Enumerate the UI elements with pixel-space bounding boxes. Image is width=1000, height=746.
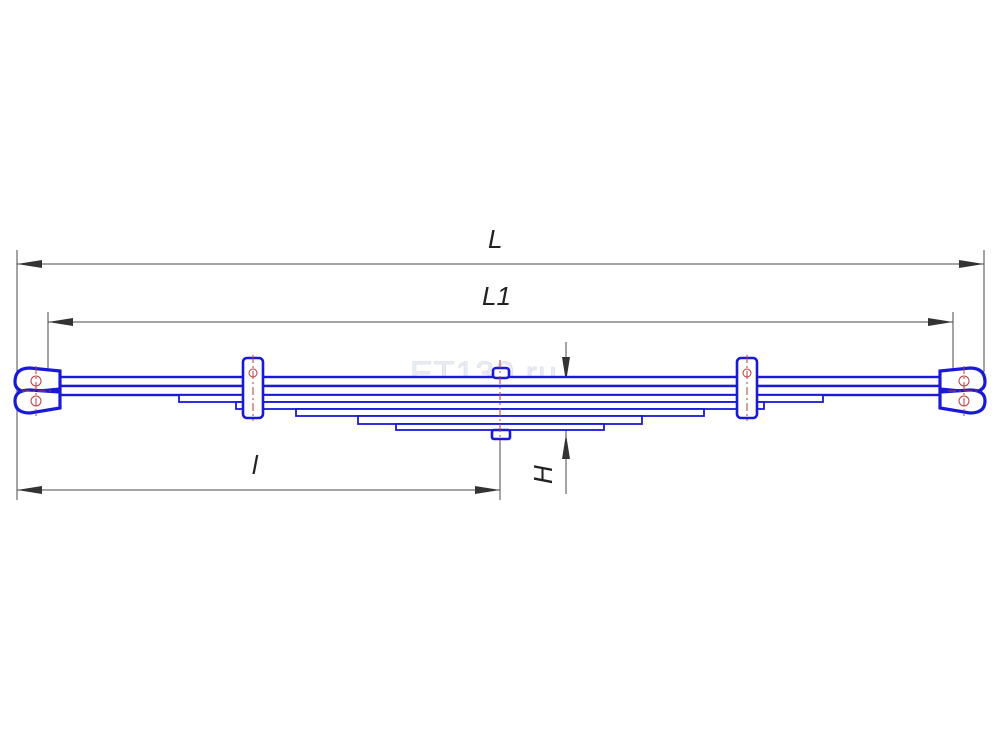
dimension-label-H: H <box>528 465 558 484</box>
dimension-label-L: L <box>488 224 502 254</box>
rebound-clip-right <box>735 355 759 421</box>
center-bolt <box>490 360 512 442</box>
leaf-3 <box>178 394 824 403</box>
spring-eye-right <box>938 366 987 416</box>
spring-eye-left <box>13 366 62 416</box>
dimension-height: H <box>528 342 570 494</box>
dimension-label-L1: L1 <box>482 281 511 311</box>
dimension-half-length: l <box>17 450 500 494</box>
rebound-clip-left <box>241 355 265 421</box>
dimension-label-l: l <box>252 450 259 480</box>
dimension-overall-length: L <box>17 224 984 268</box>
dimension-eye-center-length: L1 <box>48 281 953 326</box>
